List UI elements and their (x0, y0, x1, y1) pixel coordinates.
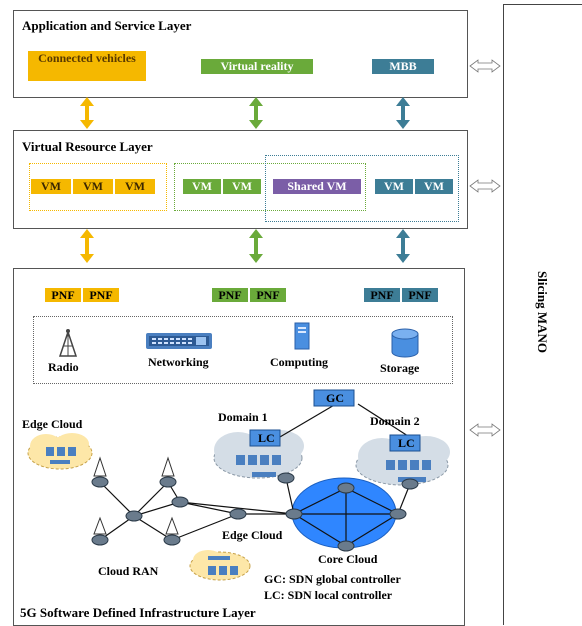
domain1-label: Domain 1 (218, 410, 268, 424)
vm-teal-2: VM (415, 179, 453, 194)
legend-lc: LC: SDN local controller (264, 588, 393, 602)
vm-yellow-1: VM (31, 179, 71, 194)
radio-icon (58, 329, 78, 357)
legend-gc: GC: SDN global controller (264, 572, 401, 586)
storage-label: Storage (380, 361, 420, 375)
radio-label: Radio (48, 360, 79, 374)
physical-resources-box (33, 316, 453, 384)
mano-arrows (469, 59, 501, 437)
edge-cloud-top-label: Edge Cloud (22, 417, 83, 431)
cloud-ran-label: Cloud RAN (98, 564, 159, 578)
lc-box-domain2 (389, 434, 421, 452)
lc-box-domain1 (249, 429, 281, 447)
arrow-green-lower (249, 229, 263, 263)
gc-label: GC (326, 391, 344, 405)
core-cloud-label: Core Cloud (318, 552, 378, 566)
infrastructure-layer-title: 5G Software Defined Infrastructure Layer (20, 605, 256, 620)
pnf-teal-1: PNF (364, 288, 400, 302)
gc-box (313, 389, 355, 407)
pnf-yellow-2: PNF (83, 288, 119, 302)
service-connected-vehicles: Connected vehicles (28, 51, 146, 81)
arrow-yellow-lower (80, 229, 94, 263)
arrow-yellow-upper (80, 97, 94, 129)
service-virtual-reality: Virtual reality (201, 59, 313, 74)
arrow-teal-upper (396, 97, 410, 129)
storage-cylinder-icon (391, 328, 419, 358)
vm-yellow-3: VM (115, 179, 155, 194)
vm-teal-1: VM (375, 179, 413, 194)
lc-label-domain2: LC (398, 436, 415, 450)
edge-cloud-mid-label: Edge Cloud (222, 528, 283, 542)
shared-vm: Shared VM (273, 179, 361, 194)
lc-label-domain1: LC (258, 431, 275, 445)
router-nodes (91, 472, 419, 552)
networking-label: Networking (148, 355, 209, 369)
pnf-green-1: PNF (212, 288, 248, 302)
arrow-teal-lower (396, 229, 410, 263)
arrow-green-upper (249, 97, 263, 129)
pnf-yellow-1: PNF (45, 288, 81, 302)
vm-yellow-2: VM (73, 179, 113, 194)
slice-group-yellow (29, 163, 167, 211)
virtual-layer-title: Virtual Resource Layer (22, 139, 153, 154)
networking-switch-icon (146, 333, 212, 349)
service-mbb: MBB (372, 59, 434, 74)
slice-group-teal (265, 155, 459, 222)
pnf-teal-2: PNF (402, 288, 438, 302)
slice-group-green (174, 163, 366, 211)
pnf-green-2: PNF (250, 288, 286, 302)
vm-green-2: VM (223, 179, 261, 194)
vm-green-1: VM (183, 179, 221, 194)
domain2-label: Domain 2 (370, 414, 420, 428)
application-layer-title: Application and Service Layer (22, 18, 192, 33)
computing-server-icon (294, 322, 310, 350)
slicing-mano-panel (503, 4, 582, 625)
antenna-towers (93, 456, 179, 535)
computing-label: Computing (270, 355, 329, 369)
